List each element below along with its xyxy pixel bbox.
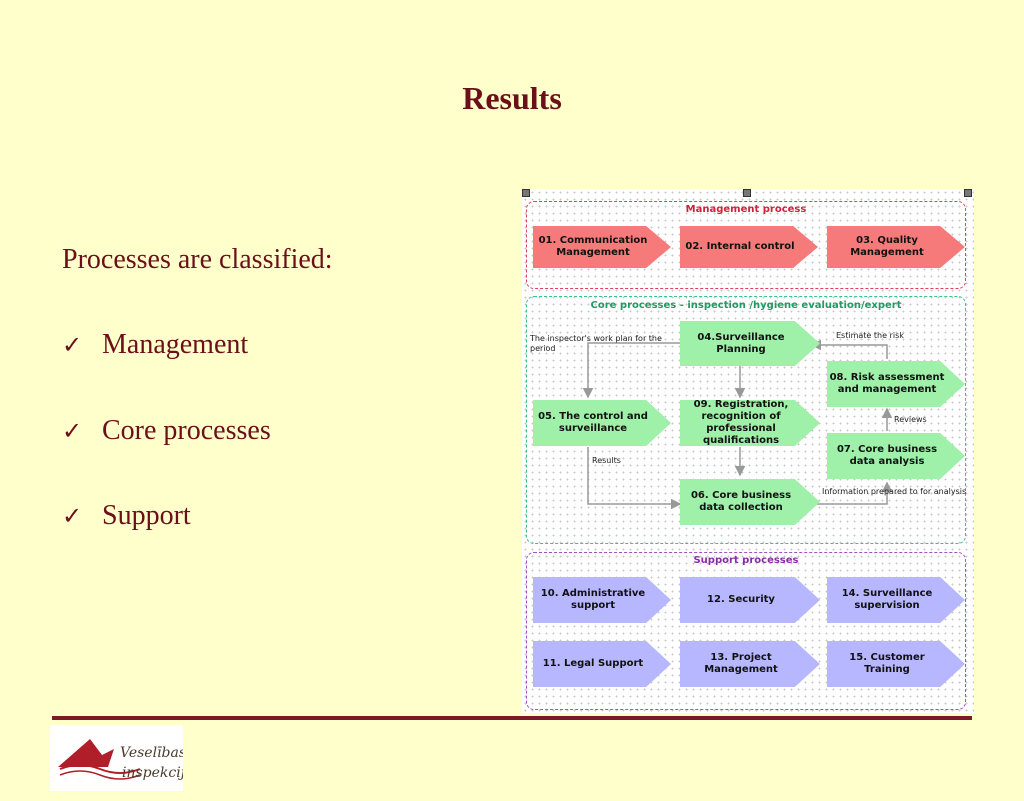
note-results: Results — [592, 456, 621, 465]
management-group-title: Management process — [685, 204, 807, 215]
selection-handle — [743, 189, 751, 197]
selection-handle — [964, 189, 972, 197]
bullet-label: Management — [102, 329, 249, 360]
box-09-registration: 09. Registration, recognition of profess… — [680, 400, 820, 446]
note-information: Information prepared to for analysis — [822, 487, 967, 496]
box-05-control-and-surveillance: 05. The control and surveillance — [533, 400, 671, 446]
core-group-title: Core processes - inspection /hygiene eva… — [590, 300, 902, 311]
box-12-security: 12. Security — [680, 577, 820, 623]
box-01-communication-management: 01. Communication Management — [533, 226, 671, 268]
selection-handle — [522, 189, 530, 197]
footer-divider — [52, 716, 972, 720]
organization-logo: Veselības inspekcija — [50, 725, 193, 791]
box-13-project-management: 13. Project Management — [680, 641, 820, 687]
note-estimate-risk: Estimate the risk — [836, 331, 904, 340]
box-08-risk-assessment: 08. Risk assessment and management — [827, 361, 965, 407]
support-group: Support processes — [526, 552, 966, 710]
support-group-title: Support processes — [693, 555, 799, 566]
box-04-surveillance-planning: 04.Surveillance Planning — [680, 321, 820, 366]
logo-graphic: Veselības inspekcija — [50, 725, 193, 791]
bullet-label: Support — [102, 500, 191, 531]
bullet-label: Core processes — [102, 415, 271, 446]
intro-text: Processes are classified: — [62, 244, 333, 275]
flow-connectors — [582, 339, 893, 510]
core-group: Core processes - inspection /hygiene eva… — [526, 296, 966, 544]
management-group: Management process — [526, 201, 966, 289]
check-icon: ✓ — [62, 417, 83, 445]
box-10-administrative-support: 10. Administrative support — [533, 577, 671, 623]
check-icon: ✓ — [62, 502, 83, 530]
bullet-support: ✓ Support — [62, 500, 191, 532]
process-diagram: Management process 01. Communication Man… — [522, 189, 974, 713]
box-11-legal-support: 11. Legal Support — [533, 641, 671, 687]
slide-title: Results — [462, 80, 562, 116]
box-03-quality-management: 03. Quality Management — [827, 226, 965, 268]
note-reviews: Reviews — [894, 415, 927, 424]
logo-word-2: inspekcija — [122, 765, 183, 781]
logo-word-1: Veselības — [120, 745, 183, 761]
box-15-customer-training: 15. Customer Training — [827, 641, 965, 687]
bullet-core-processes: ✓ Core processes — [62, 415, 271, 447]
box-02-internal-control: 02. Internal control — [680, 226, 818, 268]
check-icon: ✓ — [62, 331, 83, 359]
bullet-management: ✓ Management — [62, 329, 248, 361]
box-06-core-business-data-collection: 06. Core business data collection — [680, 479, 820, 525]
note-workplan: The inspector's work plan for the period — [530, 334, 662, 353]
box-07-core-business-data-analysis: 07. Core business data analysis — [827, 433, 965, 479]
box-14-surveillance-supervision: 14. Surveillance supervision — [827, 577, 965, 623]
